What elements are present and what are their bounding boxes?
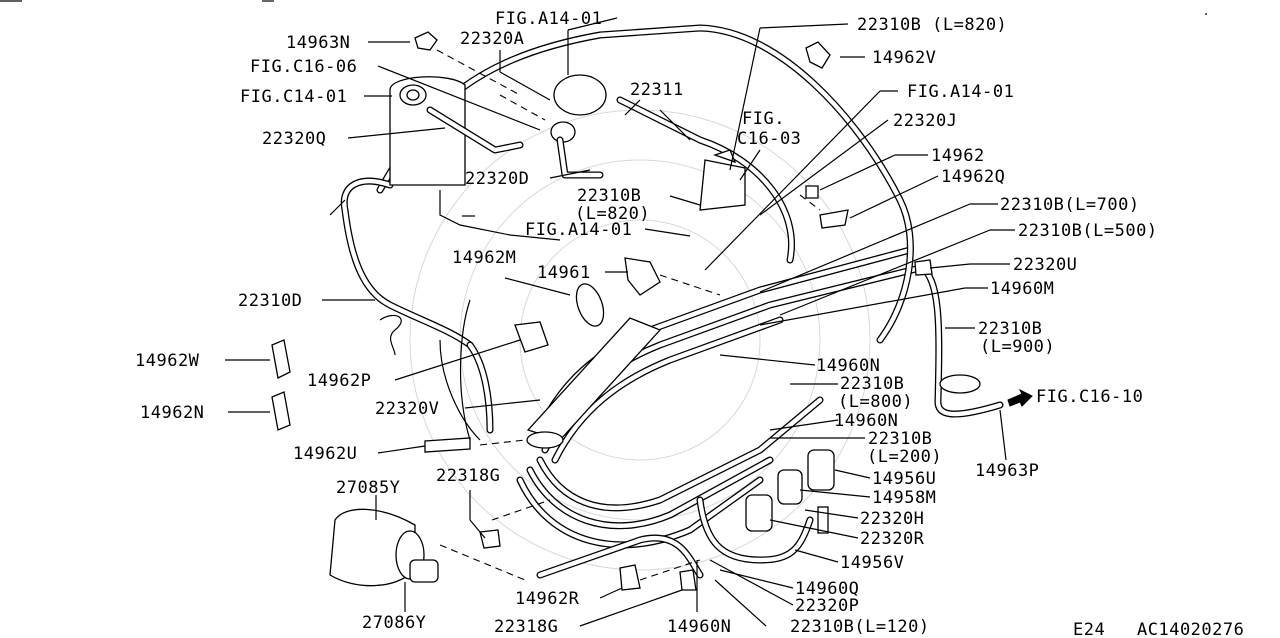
label-22310B-l700: 22310B(L=700) bbox=[1000, 195, 1140, 215]
lower-hose bbox=[536, 534, 704, 612]
label-14956U: 14956U bbox=[872, 469, 936, 489]
label-14962N: 14962N bbox=[140, 403, 204, 423]
label-14961: 14961 bbox=[537, 263, 591, 283]
label-22310B-mid: 22310B bbox=[577, 186, 641, 206]
label-14962: 14962 bbox=[931, 146, 985, 166]
label-14960N-b: 14960N bbox=[834, 411, 898, 431]
label-22320R: 22320R bbox=[860, 529, 925, 549]
label-14958M: 14958M bbox=[872, 488, 936, 508]
corner-marks bbox=[0, 0, 1207, 15]
label-22320P: 22320P bbox=[795, 596, 859, 616]
label-22320Q: 22320Q bbox=[262, 129, 326, 149]
leader-lines bbox=[225, 17, 1015, 627]
label-fig-a14-01-top: FIG.A14-01 bbox=[495, 9, 602, 29]
label-14962W: 14962W bbox=[135, 351, 200, 371]
label-22310D: 22310D bbox=[238, 291, 302, 311]
reservoir-tank bbox=[389, 76, 524, 186]
label-22310B-l120: 22310B(L=120) bbox=[790, 617, 930, 637]
label-22318G-a: 22318G bbox=[436, 466, 500, 486]
label-22310B-l800: 22310B bbox=[840, 374, 904, 394]
label-14960M: 14960M bbox=[990, 279, 1054, 299]
label-22320D: 22320D bbox=[465, 169, 529, 189]
label-22310B-l900: 22310B bbox=[978, 319, 1042, 339]
label-14962M: 14962M bbox=[452, 248, 516, 268]
arrow-right-icon bbox=[1007, 388, 1033, 407]
label-14963P: 14963P bbox=[975, 461, 1039, 481]
label-14960N-c: 14960N bbox=[667, 617, 731, 637]
label-22318G-b: 22318G bbox=[494, 617, 558, 637]
label-27086Y: 27086Y bbox=[362, 613, 426, 633]
label-14962U: 14962U bbox=[293, 444, 357, 464]
label-14956V: 14956V bbox=[840, 553, 904, 573]
label-14963N: 14963N bbox=[286, 33, 350, 53]
part-labels: 14963N 22320A FIG.A14-01 22310B (L=820) … bbox=[135, 9, 1158, 637]
label-fig-c16-03-line2: C16-03 bbox=[737, 129, 801, 149]
label-14960Q: 14960Q bbox=[795, 579, 859, 599]
label-fig-a14-01-mid: FIG.A14-01 bbox=[525, 220, 632, 240]
label-fig-c14-01: FIG.C14-01 bbox=[240, 87, 347, 107]
label-22320U: 22320U bbox=[1013, 255, 1077, 275]
solenoid-valves bbox=[696, 449, 835, 564]
clamps bbox=[271, 31, 981, 591]
label-fig-c16-10: FIG.C16-10 bbox=[1036, 387, 1143, 407]
dashed-leaders bbox=[436, 49, 821, 581]
hose-22310D bbox=[340, 177, 494, 434]
label-22310B-l200-length: (L=200) bbox=[867, 447, 942, 467]
label-14962V: 14962V bbox=[872, 48, 936, 68]
label-22320A: 22320A bbox=[460, 29, 524, 49]
label-22310B-l200: 22310B bbox=[868, 429, 932, 449]
footer-reference: AC14020276 bbox=[1137, 620, 1244, 638]
label-14962R: 14962R bbox=[515, 589, 580, 609]
label-fig-a14-01-right: FIG.A14-01 bbox=[907, 82, 1014, 102]
label-22320J: 22320J bbox=[893, 111, 957, 131]
label-22310B-l500: 22310B(L=500) bbox=[1018, 221, 1158, 241]
footer-code: E24 bbox=[1073, 620, 1105, 638]
label-22310B-l900-length: (L=900) bbox=[980, 337, 1055, 357]
label-fig-c16-06: FIG.C16-06 bbox=[250, 57, 357, 77]
main-hose-bundle bbox=[516, 246, 924, 549]
label-22320V: 22320V bbox=[375, 399, 439, 419]
engine-outline bbox=[329, 190, 561, 441]
label-22310B-l800-length: (L=800) bbox=[838, 392, 913, 412]
label-22310B-l820-top: 22310B (L=820) bbox=[857, 15, 1007, 35]
label-fig-c16-03-line1: FIG. bbox=[742, 109, 785, 129]
actuator-27085Y bbox=[329, 508, 526, 587]
label-22310B-mid-length: (L=820) bbox=[575, 204, 650, 224]
label-22320H: 22320H bbox=[860, 509, 924, 529]
label-22311: 22311 bbox=[630, 80, 684, 100]
label-27085Y: 27085Y bbox=[336, 478, 400, 498]
label-14962P: 14962P bbox=[307, 371, 371, 391]
footer: E24 AC14020276 bbox=[1073, 620, 1244, 638]
label-14962Q: 14962Q bbox=[941, 167, 1005, 187]
label-14960N-a: 14960N bbox=[816, 356, 880, 376]
